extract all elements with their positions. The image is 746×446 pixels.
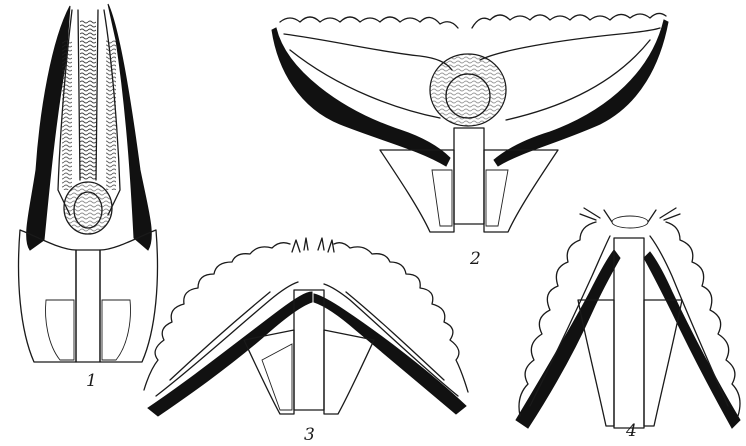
panel-2-drawing: 2 [272,13,668,269]
panel-2-black-layer-right [494,20,668,166]
panel-4-black-layer-left [516,250,620,428]
panel-2-black-layer-left [272,28,450,166]
panel-1-drawing: 1 [19,4,158,391]
panel-1-label: 1 [86,371,97,391]
panel-4-drawing: 4 [516,208,740,441]
panel-4-label: 4 [625,421,637,441]
panel-3-label: 3 [304,425,315,445]
panel-3-drawing: 3 [144,238,468,445]
panel-2-label: 2 [469,249,481,269]
